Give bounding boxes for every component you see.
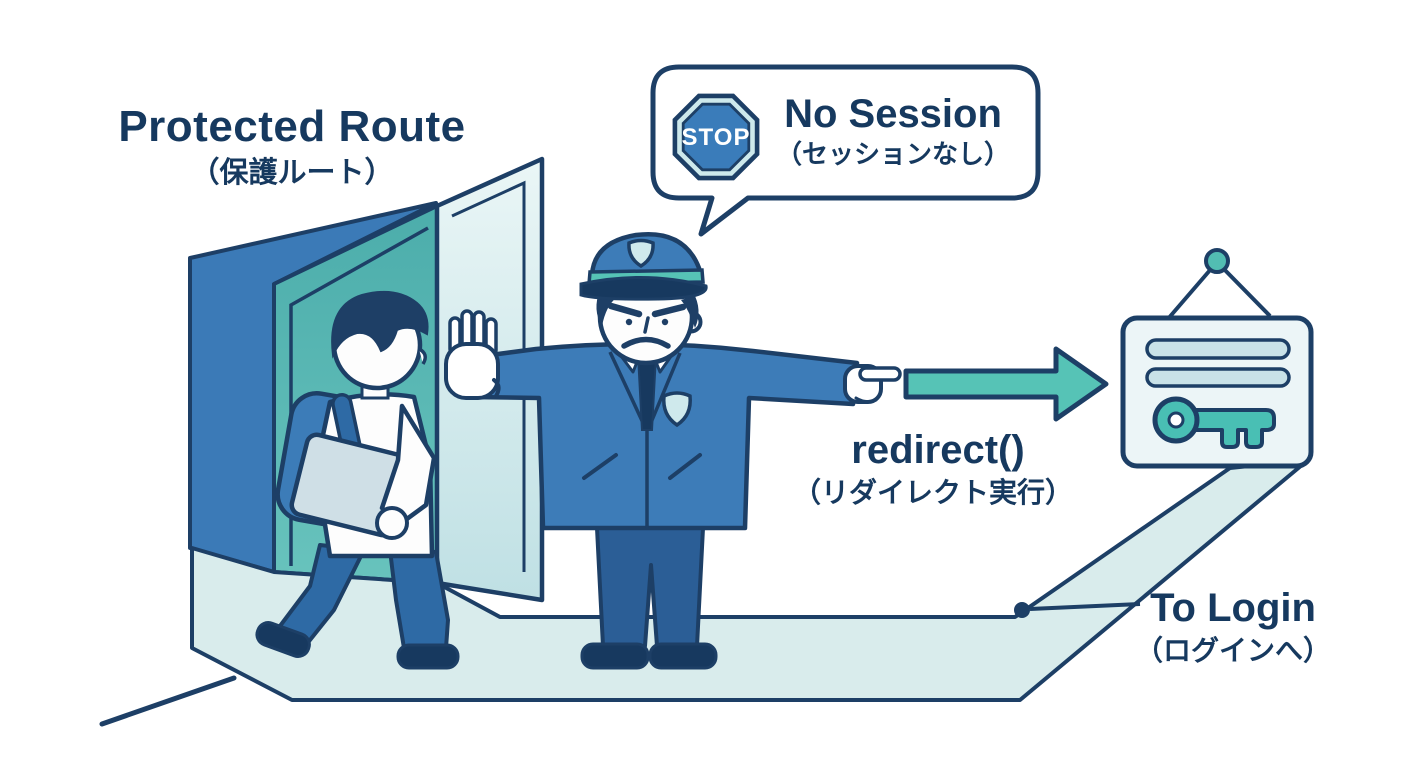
key-icon <box>1152 396 1276 449</box>
protected-route-subtitle: （保護ルート） <box>190 157 394 189</box>
police-cap-icon <box>579 232 708 301</box>
floor-line <box>99 675 237 727</box>
visitor-figure <box>255 290 460 670</box>
sign-nail-icon <box>1204 248 1230 274</box>
cap-badge-icon <box>627 238 655 269</box>
arrow-right-icon <box>903 346 1109 422</box>
hanging-sign-icon <box>1120 248 1314 469</box>
no-session-label: No Session <box>784 92 1002 136</box>
callout-dot-icon <box>1014 602 1030 618</box>
no-session-sublabel: （セッションなし） <box>775 139 1011 169</box>
protected-route-title: Protected Route <box>118 102 466 151</box>
guard-figure <box>444 232 902 670</box>
redirect-label: redirect() <box>851 428 1025 472</box>
redirect-sublabel: （リダイレクト実行） <box>792 477 1074 508</box>
stop-sign-label: STOP <box>681 124 751 151</box>
pointing-hand-icon <box>843 364 902 404</box>
chest-badge-icon <box>662 391 692 428</box>
callout-line <box>1014 602 1141 618</box>
stop-sign-icon <box>672 93 760 181</box>
to-login-label: To Login <box>1150 586 1316 630</box>
guard-jacket <box>465 341 860 531</box>
tie <box>636 354 658 431</box>
to-login-sublabel: （ログインへ） <box>1134 635 1332 666</box>
visitor-hair <box>331 290 429 359</box>
stop-hand-icon <box>444 309 501 400</box>
speech-bubble <box>650 64 1041 237</box>
